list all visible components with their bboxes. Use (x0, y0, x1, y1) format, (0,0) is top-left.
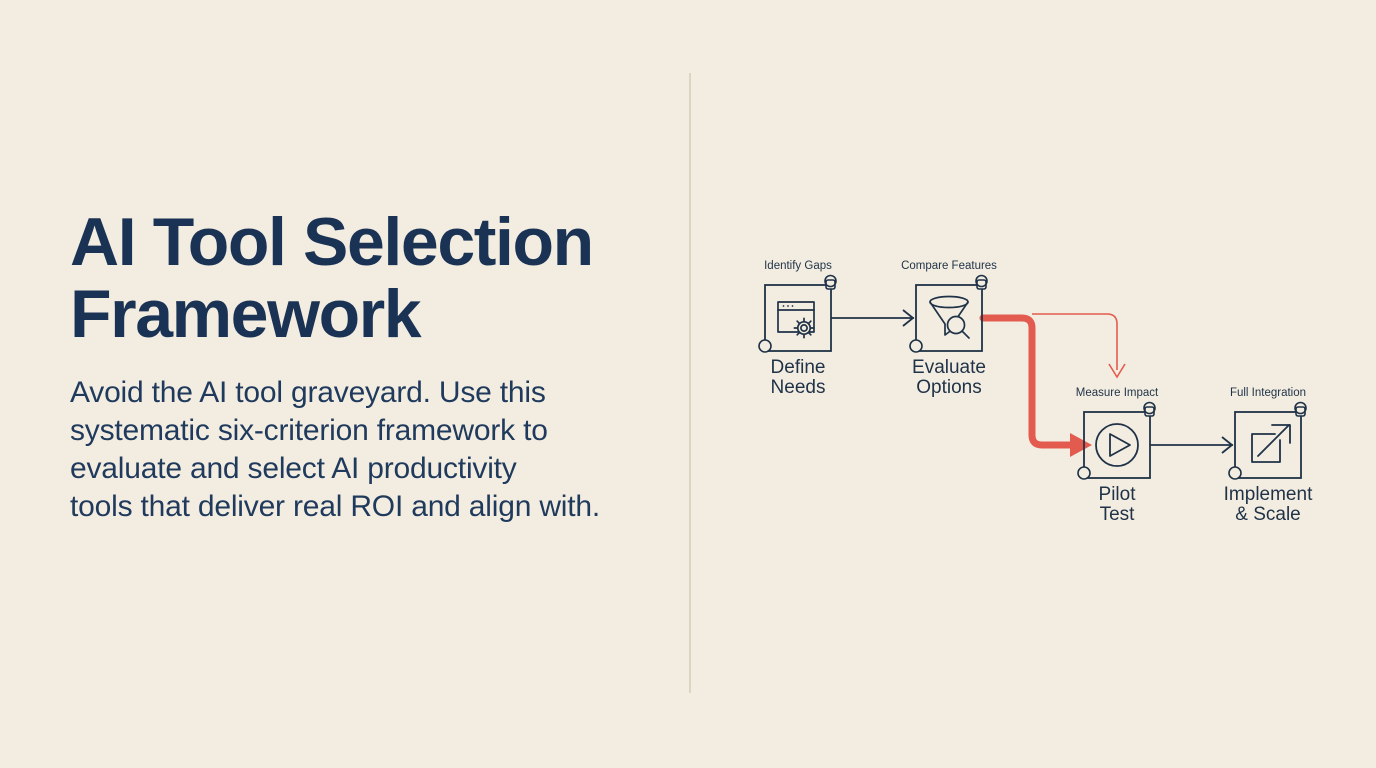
node-box-pilot-test (1083, 411, 1151, 479)
node-box-define-needs (764, 284, 832, 352)
node-label-define-needs-line2: Needs (771, 377, 826, 398)
node-box-evaluate-options (915, 284, 983, 352)
node-handle-bottom-left[interactable] (1077, 466, 1091, 480)
process-flow-diagram: Identify Gaps (700, 240, 1360, 540)
play-circle-icon (1095, 423, 1139, 467)
connector-pilot-to-implement (1150, 436, 1234, 454)
browser-window-gear-icon (777, 301, 815, 339)
node-label-define-needs-line1: Define (771, 357, 826, 378)
arrow-out-of-box-icon (1251, 424, 1291, 463)
node-caption-pilot-test: Measure Impact (1076, 387, 1159, 399)
node-label-pilot-test-line1: Pilot (1099, 484, 1137, 505)
node-handle-bottom-left[interactable] (758, 339, 772, 353)
node-label-evaluate-options-line1: Evaluate (912, 357, 986, 378)
node-box-implement-scale (1234, 411, 1302, 479)
node-label-evaluate-options-line2: Options (916, 377, 981, 398)
node-handle-top-right-ring[interactable] (975, 274, 988, 288)
connector-define-to-evaluate (831, 309, 915, 327)
node-caption-implement-scale: Full Integration (1230, 387, 1306, 399)
node-label-implement-scale-line2: & Scale (1235, 504, 1300, 525)
page-subtitle: Avoid the AI tool graveyard. Use this sy… (70, 376, 601, 523)
funnel-search-icon (929, 295, 970, 339)
node-caption-evaluate-options: Compare Features (901, 260, 997, 272)
node-label-pilot-test-line2: Test (1100, 504, 1136, 525)
vertical-divider (689, 73, 691, 693)
node-handle-bottom-left[interactable] (1228, 466, 1242, 480)
node-handle-top-right-ring[interactable] (1143, 401, 1156, 415)
text-column: AI Tool Selection Framework Avoid the AI… (70, 206, 650, 525)
node-handle-top-right-ring[interactable] (1294, 401, 1307, 415)
node-label-implement-scale-line1: Implement (1224, 484, 1313, 505)
page-title: AI Tool Selection Framework (70, 204, 594, 353)
node-evaluate-options[interactable]: Compare Features Evaluate Options (901, 260, 997, 398)
node-caption-define-needs: Identify Gaps (764, 260, 832, 272)
node-pilot-test[interactable]: Measure Impact Pilot Test (1076, 387, 1159, 525)
connector-evaluate-to-pilot (979, 314, 1092, 457)
node-define-needs[interactable]: Identify Gaps (758, 260, 837, 398)
node-handle-top-right-ring[interactable] (824, 274, 837, 288)
connector-evaluate-to-measure (1032, 313, 1126, 379)
node-implement-scale[interactable]: Full Integration Implement & Scale (1224, 387, 1313, 525)
node-handle-bottom-left[interactable] (909, 339, 923, 353)
